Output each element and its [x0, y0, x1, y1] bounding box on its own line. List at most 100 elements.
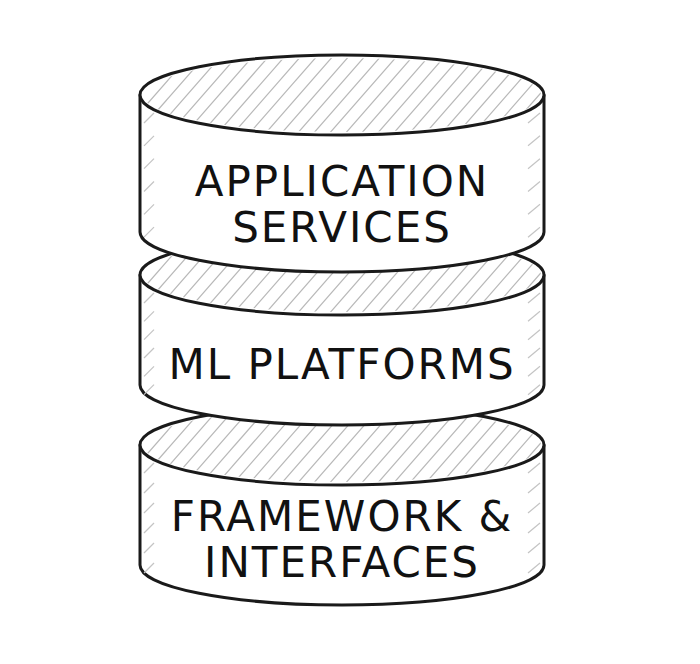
hatch-line: [136, 235, 190, 315]
hatch-line: [184, 235, 254, 315]
layer-label: ML PLATFORMS: [168, 342, 515, 388]
hatch-line: [144, 385, 154, 395]
hatch-line: [144, 523, 154, 533]
layer-label: APPLICATION SERVICES: [152, 159, 532, 251]
hatch-line: [144, 348, 154, 358]
hatch-line: [528, 293, 540, 303]
hatch-line: [168, 405, 238, 485]
hatch-line: [360, 405, 430, 485]
hatch-line: [248, 55, 318, 135]
hatch-line: [328, 55, 398, 135]
hatch-line: [144, 543, 154, 553]
sketch-hatching: [136, 55, 548, 135]
hatch-line: [280, 235, 350, 315]
hatch-line: [344, 55, 414, 135]
hatch-line: [144, 136, 154, 146]
hatch-line: [456, 405, 526, 485]
hatch-line: [136, 55, 190, 135]
hatch-line: [136, 55, 142, 135]
hatch-line: [504, 55, 548, 135]
hatch-line: [296, 235, 366, 315]
hatch-line: [528, 503, 540, 513]
hatch-line: [152, 55, 222, 135]
hatch-line: [504, 235, 548, 315]
layer-label-box: FRAMEWORK & INTERFACES: [136, 494, 548, 586]
hatch-line: [264, 55, 334, 135]
hatch-line: [312, 55, 382, 135]
hatch-line: [144, 227, 154, 237]
hatch-line: [376, 55, 446, 135]
hatch-line: [528, 543, 540, 553]
hatch-line: [144, 563, 154, 573]
hatch-line: [136, 235, 206, 315]
layer-label: FRAMEWORK & INTERFACES: [152, 494, 532, 586]
hatch-line: [528, 385, 540, 395]
hatch-line: [440, 55, 510, 135]
hatch-line: [136, 405, 206, 485]
hatch-line: [312, 235, 382, 315]
hatch-line: [216, 235, 286, 315]
hatch-line: [408, 235, 478, 315]
hatch-line: [248, 235, 318, 315]
hatch-line: [344, 235, 414, 315]
hatch-line: [408, 55, 478, 135]
hatch-line: [528, 227, 540, 237]
hatch-line: [440, 235, 510, 315]
hatch-line: [216, 405, 286, 485]
hatch-line: [200, 235, 270, 315]
hatch-line: [312, 405, 382, 485]
hatch-line: [144, 311, 154, 321]
cylinder-top: [140, 235, 544, 315]
hatch-line: [232, 235, 302, 315]
hatch-line: [328, 405, 398, 485]
hatch-line: [248, 405, 318, 485]
hatch-line: [472, 55, 542, 135]
hatch-line: [144, 293, 154, 303]
hatch-line: [280, 55, 350, 135]
hatch-line: [184, 55, 254, 135]
hatch-line: [520, 235, 548, 315]
hatch-line: [144, 159, 154, 169]
cylinder-layer: APPLICATION SERVICES: [136, 51, 548, 276]
hatch-line: [232, 405, 302, 485]
hatch-line: [360, 235, 430, 315]
hatch-line: [528, 113, 540, 123]
hatch-line: [528, 136, 540, 146]
hatch-line: [504, 405, 548, 485]
hatch-line: [136, 55, 206, 135]
hatch-line: [528, 311, 540, 321]
hatch-line: [200, 405, 270, 485]
hatch-line: [472, 235, 542, 315]
hatch-line: [472, 405, 542, 485]
hatch-line: [536, 55, 548, 135]
hatch-line: [528, 523, 540, 533]
hatch-line: [328, 235, 398, 315]
layer-label-box: ML PLATFORMS: [136, 342, 548, 388]
hatch-line: [168, 55, 238, 135]
hatch-line: [528, 159, 540, 169]
hatch-line: [456, 235, 526, 315]
hatch-line: [520, 405, 548, 485]
hatch-line: [520, 55, 548, 135]
hatch-line: [360, 55, 430, 135]
hatch-line: [424, 235, 494, 315]
hatch-line: [136, 405, 142, 485]
sketch-hatching: [136, 235, 548, 315]
hatch-line: [232, 55, 302, 135]
hatch-line: [136, 405, 190, 485]
hatch-line: [144, 503, 154, 513]
hatch-line: [424, 55, 494, 135]
hatch-line: [408, 405, 478, 485]
hatch-line: [168, 235, 238, 315]
hatch-line: [376, 405, 446, 485]
hatch-line: [144, 463, 154, 473]
hatch-line: [536, 235, 548, 315]
hatch-line: [144, 113, 154, 123]
hatch-line: [184, 405, 254, 485]
hatch-line: [296, 55, 366, 135]
hatch-line: [136, 235, 142, 315]
cylinder-layer: FRAMEWORK & INTERFACES: [136, 401, 548, 609]
hatch-line: [264, 235, 334, 315]
hatch-line: [144, 330, 154, 340]
hatch-line: [152, 405, 222, 485]
